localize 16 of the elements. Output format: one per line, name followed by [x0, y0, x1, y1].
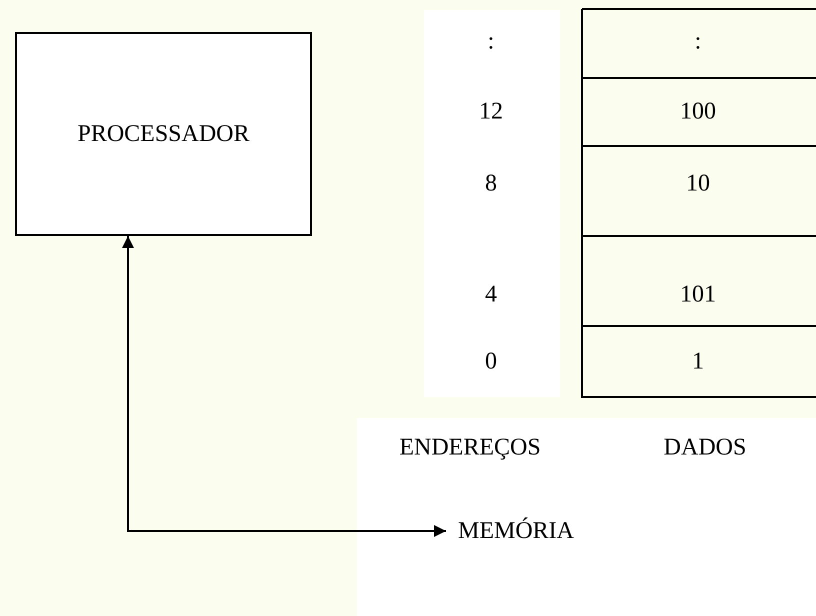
address-value: 0 [485, 348, 497, 376]
column-heading: DADOS [664, 434, 746, 462]
processor-box [15, 32, 312, 236]
address-value: 8 [485, 170, 497, 198]
memory-label: MEMÓRIA [458, 511, 574, 551]
data-value: 100 [680, 98, 716, 126]
arrow [122, 236, 446, 537]
address-value: : [488, 28, 494, 56]
data-value: 101 [680, 282, 716, 308]
address-value: 4 [485, 282, 497, 308]
box-label: PROCESSADOR [77, 120, 250, 148]
data-value: 10 [686, 170, 710, 198]
column-heading: ENDEREÇOS [399, 434, 541, 462]
data-value: : [694, 28, 702, 56]
data-value: 1 [692, 348, 704, 376]
address-value: 12 [479, 98, 503, 126]
